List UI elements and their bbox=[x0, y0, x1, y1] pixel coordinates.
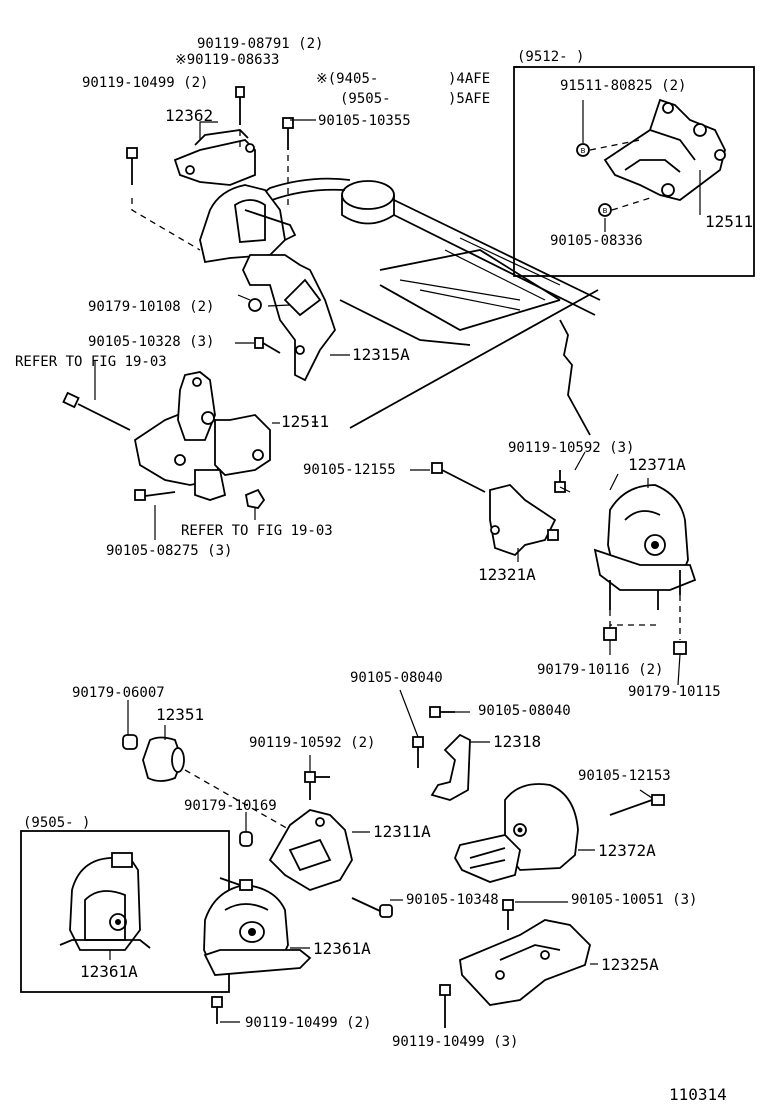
label-90119-08633: ※90119-08633 bbox=[175, 52, 280, 68]
label-90179-10108: 90179-10108 (2) bbox=[88, 299, 215, 315]
squiggle-leader bbox=[559, 319, 591, 436]
label-12315A: 12315A bbox=[352, 345, 410, 364]
bracket-12311A-drawing bbox=[239, 755, 370, 891]
leader-lines bbox=[237, 294, 681, 686]
variant-note-1-mark: ※(9405- bbox=[316, 71, 379, 87]
label-90119-10592-mid: 90119-10592 (2) bbox=[249, 735, 376, 751]
variant-note-2-mark: (9505- bbox=[340, 91, 391, 107]
bushing-12351-drawing bbox=[122, 700, 291, 831]
label-12351: 12351 bbox=[156, 705, 205, 724]
label-90105-12155: 90105-12155 bbox=[303, 462, 396, 478]
inset-top-box bbox=[513, 66, 755, 277]
label-90119-08791: 90119-08791 (2) bbox=[197, 36, 324, 52]
inset-top-mount-drawing: B B bbox=[576, 98, 726, 232]
label-90105-08040-b: 90105-08040 bbox=[478, 703, 571, 719]
label-90119-10499-top: 90119-10499 (2) bbox=[82, 75, 209, 91]
mount-12511-drawing bbox=[62, 360, 280, 540]
label-90105-10348: 90105-10348 bbox=[406, 892, 499, 908]
figure-number: 110314 bbox=[669, 1085, 727, 1104]
label-91511-80825: 91511-80825 (2) bbox=[560, 78, 687, 94]
label-90179-10116: 90179-10116 (2) bbox=[537, 662, 664, 678]
label-90105-08336: 90105-08336 bbox=[550, 233, 643, 249]
mount-12362-drawing bbox=[126, 86, 316, 264]
label-12311A: 12311A bbox=[373, 822, 431, 841]
label-12511: 12511 bbox=[281, 412, 330, 431]
inset-top-title: (9512- ) bbox=[517, 49, 585, 65]
label-90105-10355: 90105-10355 bbox=[318, 113, 411, 129]
bracket-12325A-drawing bbox=[439, 899, 598, 1028]
label-90119-10499-bot: 90119-10499 (2) bbox=[245, 1015, 372, 1031]
variant-note-2-engine: )5AFE bbox=[448, 91, 491, 107]
mount-12372A-drawing bbox=[454, 783, 665, 883]
label-90179-10115: 90179-10115 bbox=[628, 684, 721, 700]
label-inset-12361A: 12361A bbox=[80, 962, 138, 981]
svg-text:B: B bbox=[603, 207, 608, 215]
mount-12361A-drawing bbox=[203, 877, 403, 1024]
label-90105-10051: 90105-10051 (3) bbox=[571, 892, 698, 908]
label-12361A: 12361A bbox=[313, 939, 371, 958]
inset-bottom-mount-drawing bbox=[59, 852, 151, 960]
mount-12371A-drawing bbox=[593, 478, 697, 655]
label-90179-06007: 90179-06007 bbox=[72, 685, 165, 701]
label-12325A: 12325A bbox=[601, 955, 659, 974]
label-90105-08275: 90105-08275 (3) bbox=[106, 543, 233, 559]
leader-inset-to-12511 bbox=[349, 289, 599, 429]
label-refer-fig-2: REFER TO FIG 19-03 bbox=[181, 523, 333, 539]
bracket-12318-drawing bbox=[399, 689, 490, 801]
label-12362: 12362 bbox=[165, 106, 214, 125]
svg-text:B: B bbox=[581, 147, 586, 155]
label-90179-10169: 90179-10169 bbox=[184, 798, 277, 814]
label-90105-08040-a: 90105-08040 bbox=[350, 670, 443, 686]
label-90119-10592-right: 90119-10592 (3) bbox=[508, 440, 635, 456]
label-12318: 12318 bbox=[493, 732, 542, 751]
label-inset-12511: 12511 bbox=[705, 212, 754, 231]
label-90119-10499-bot2: 90119-10499 (3) bbox=[392, 1034, 519, 1050]
label-12321A: 12321A bbox=[478, 565, 536, 584]
bracket-12321A-drawing bbox=[410, 462, 566, 562]
inset-bottom-title: (9505- ) bbox=[23, 815, 91, 831]
bracket-12315A-drawing bbox=[235, 254, 350, 382]
label-90105-10328: 90105-10328 (3) bbox=[88, 334, 215, 350]
label-12372A: 12372A bbox=[598, 841, 656, 860]
label-90105-12153: 90105-12153 bbox=[578, 768, 671, 784]
engine-block-outline bbox=[260, 177, 601, 346]
label-12371A: 12371A bbox=[628, 455, 686, 474]
variant-note-1-engine: )4AFE bbox=[448, 71, 491, 87]
label-refer-fig-1: REFER TO FIG 19-03 bbox=[15, 354, 167, 370]
